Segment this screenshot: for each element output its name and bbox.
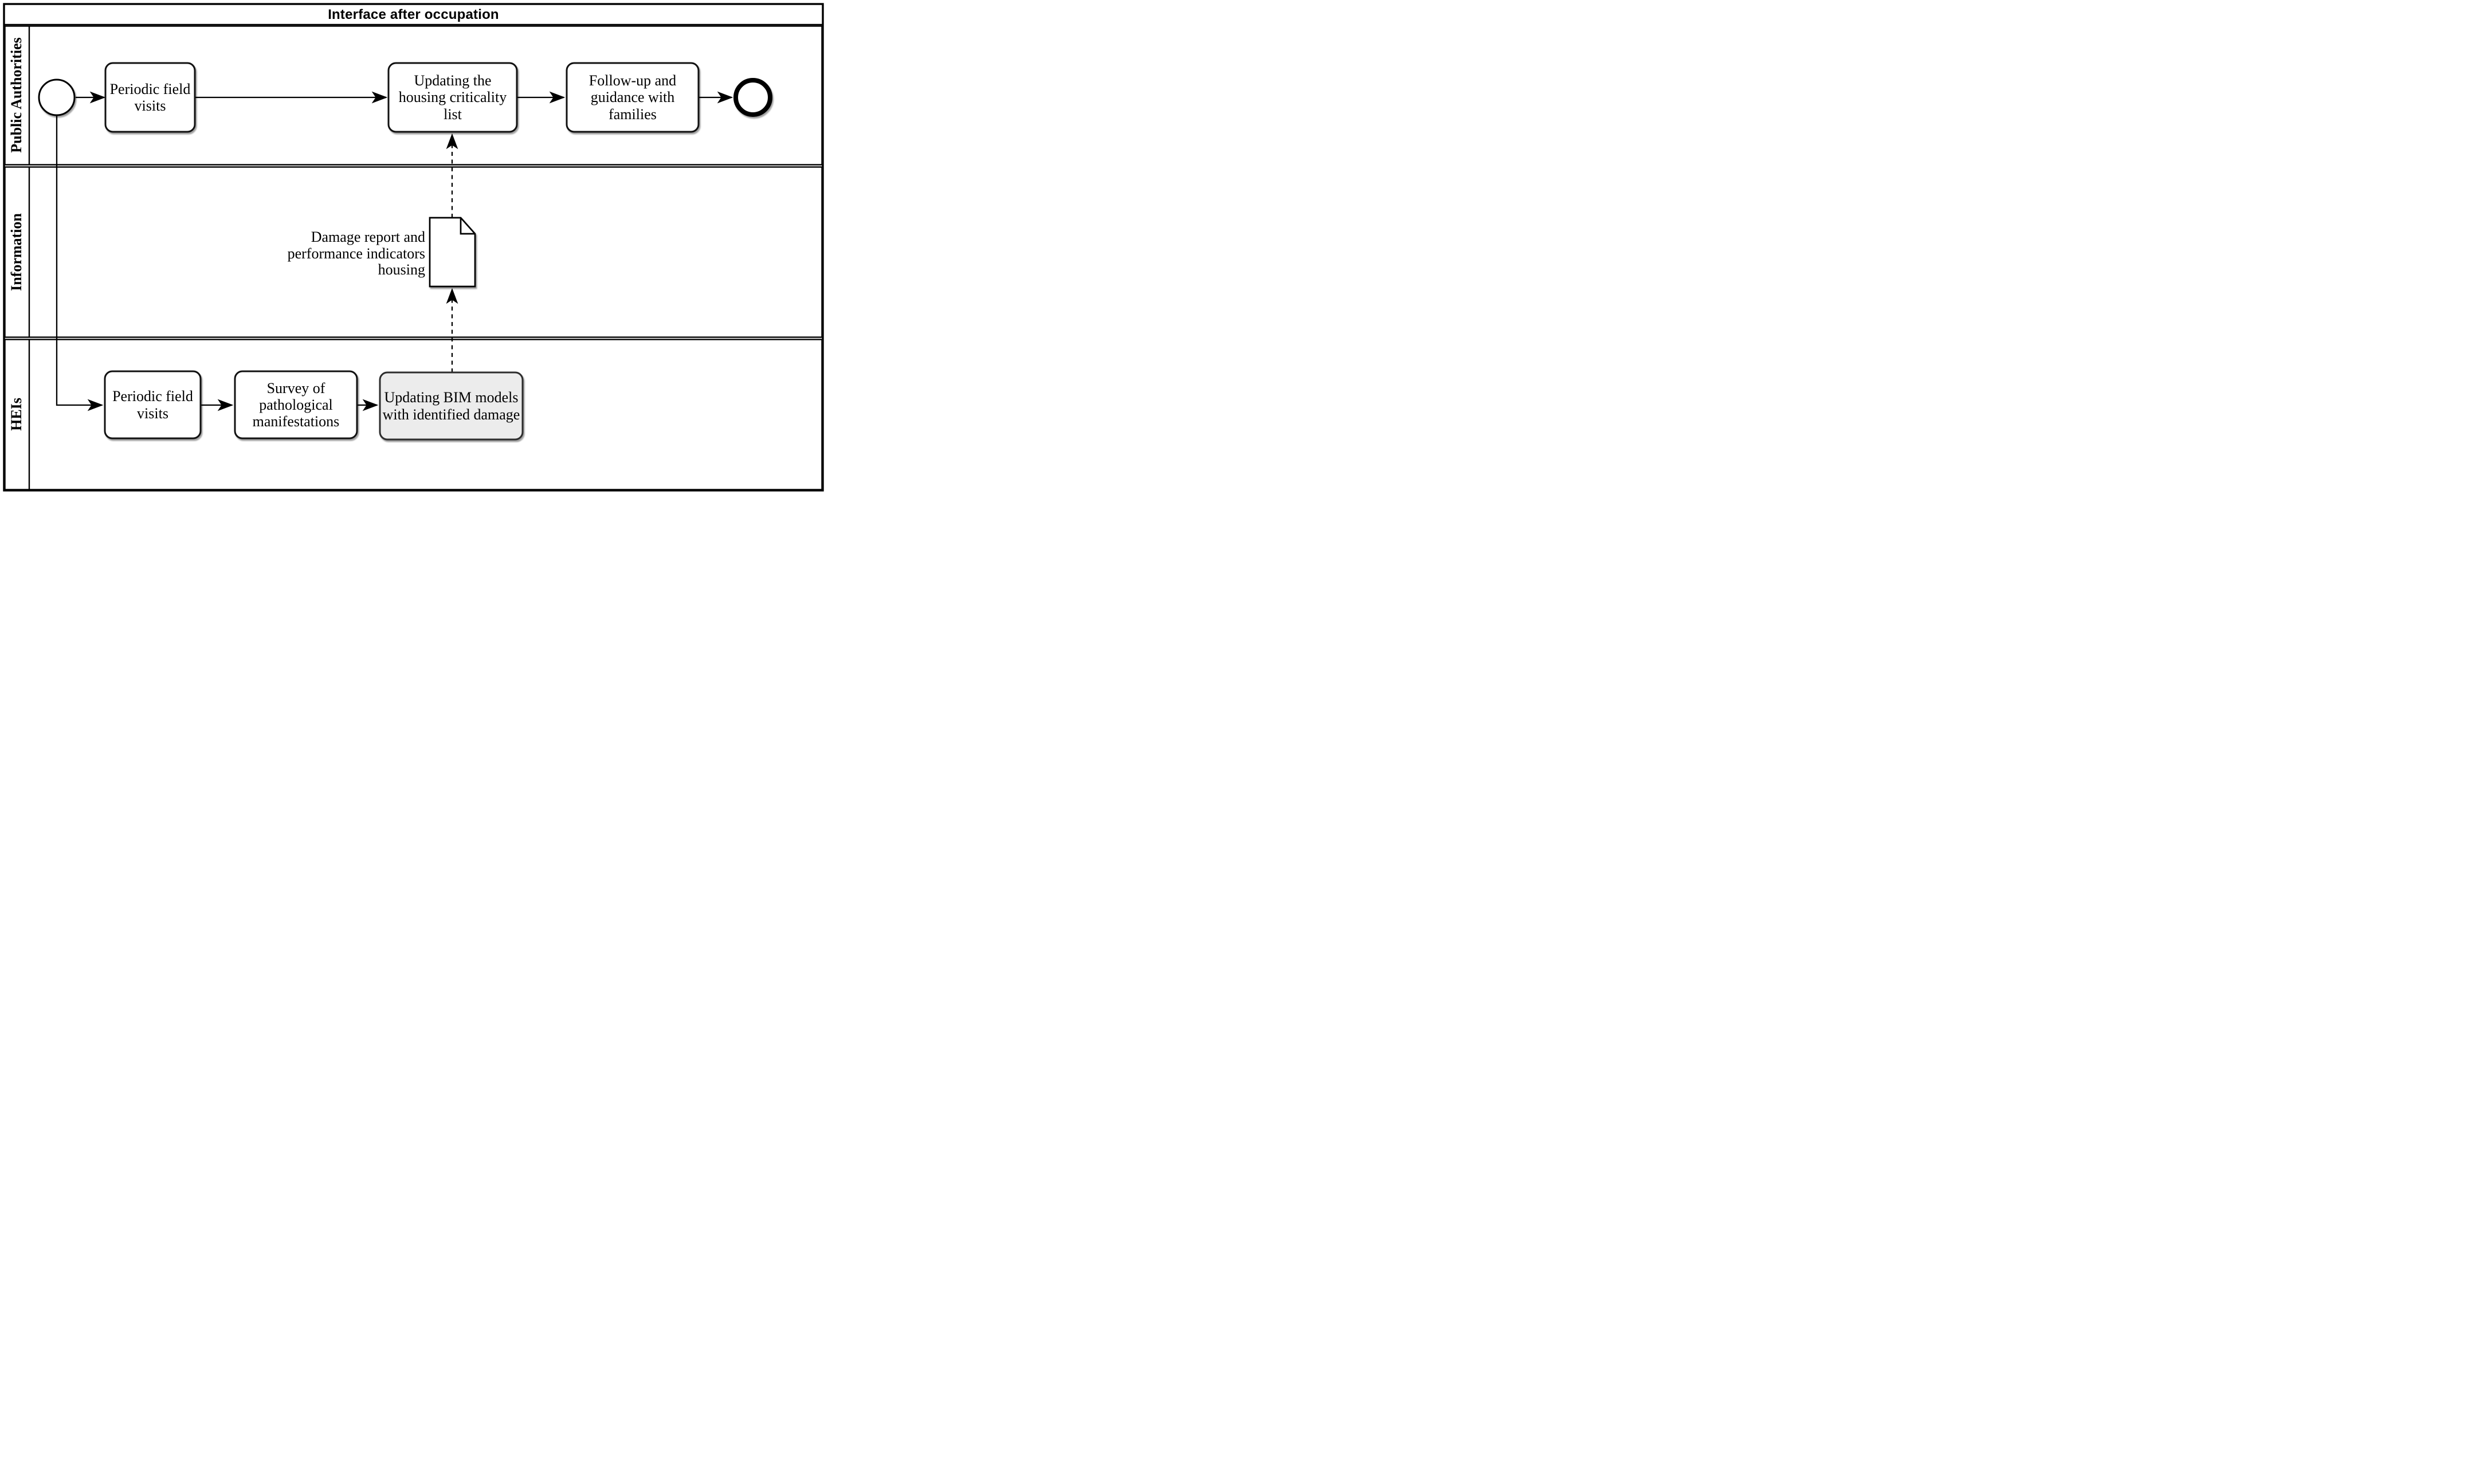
pool-border [3, 3, 824, 492]
end-event-circle [733, 78, 772, 117]
task-box-hei-periodic-field-visits [104, 370, 202, 439]
lane-public-authorities [4, 25, 823, 166]
task-label-hei-survey-pathological-manifestations: Survey of pathological manifestations [252, 379, 340, 430]
document-fold-corner-icon [460, 218, 475, 235]
lane-heis [4, 339, 823, 490]
pool-title: Interface after occupation [4, 5, 823, 25]
document-label-line1: Damage report and [311, 229, 425, 245]
task-label-pa-follow-up-guidance-families: Follow-up and guidance with families [588, 72, 677, 123]
task-box-pa-periodic-field-visits [104, 62, 196, 133]
task-label-pa-periodic-field-visits: Periodic field visits [109, 80, 191, 114]
lane-label-information: Information [8, 213, 25, 291]
bpmn-swimlane-diagram: Interface after occupation Public Author… [0, 0, 826, 494]
document-icon [429, 217, 476, 288]
lane-information [4, 166, 823, 338]
task-label-hei-periodic-field-visits: Periodic field visits [112, 388, 193, 422]
lane-label-heis: HEIs [8, 398, 25, 431]
start-event-circle [38, 78, 76, 116]
task-box-hei-updating-bim-models [379, 371, 524, 441]
task-box-pa-updating-housing-criticality-list [387, 62, 518, 133]
task-box-pa-follow-up-guidance-families [566, 62, 700, 133]
pool-title-text: Interface after occupation [328, 6, 499, 22]
task-label-pa-updating-housing-criticality-list: Updating the housing criticality list [398, 72, 507, 123]
document-label: Damage report and performance indicators… [258, 229, 425, 278]
flow-start-to-hei-task1 [56, 116, 104, 411]
lane-label-public-authorities: Public Authorities [8, 37, 25, 153]
document-label-line3: housing [378, 261, 425, 278]
task-label-hei-updating-bim-models: Updating BIM models with identified dama… [382, 389, 520, 423]
task-box-hei-survey-pathological-manifestations [234, 370, 358, 439]
diagram-canvas [3, 3, 824, 492]
document-label-line2: performance indicators [287, 245, 425, 262]
